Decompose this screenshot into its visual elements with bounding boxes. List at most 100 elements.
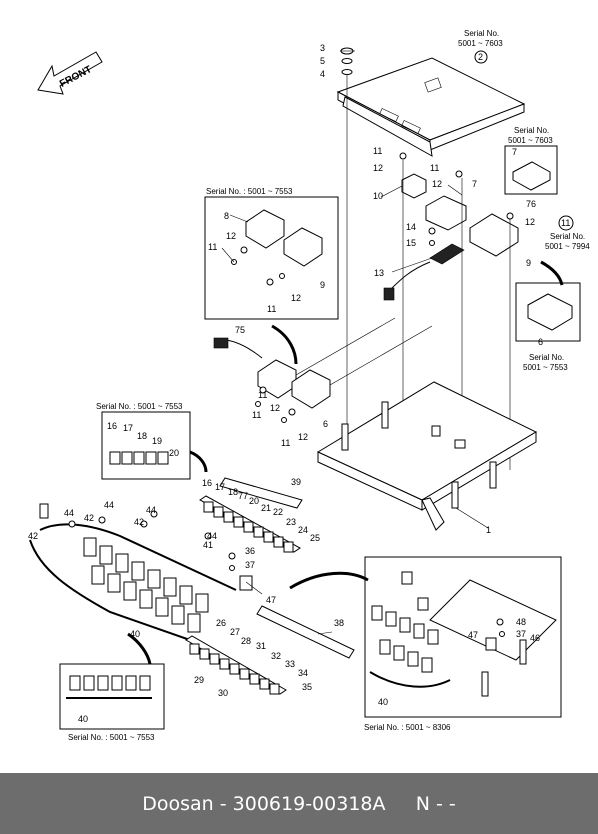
callout-20-a: 20 [169, 448, 179, 458]
base-plate [316, 381, 538, 531]
callout-6-a: 6 [538, 337, 543, 347]
footer-brand: Doosan [142, 792, 214, 815]
wire-harness-main [29, 503, 253, 641]
callout-42-b: 42 [134, 517, 144, 527]
harness-detail-right [369, 571, 557, 697]
callout-19-a: 19 [152, 436, 162, 446]
serial-relay7: Serial No.5001 ~ 7603 [508, 126, 553, 145]
callout-26: 26 [216, 618, 226, 628]
callout-17-b: 17 [215, 482, 225, 492]
callout-32: 32 [271, 651, 281, 661]
callout-42-c: 42 [28, 531, 38, 541]
callout-44-b: 44 [64, 508, 74, 518]
serial-controller: Serial No.5001 ~ 7603 [458, 29, 503, 48]
exploded-view-drawing: FRONT [28, 29, 590, 742]
callout-44-c: 44 [146, 505, 156, 515]
serial-relay11: Serial No.5001 ~ 7994 [545, 232, 590, 251]
callout-40-c: 40 [378, 697, 388, 707]
callout-44-d: 44 [207, 531, 217, 541]
callout-17-a: 17 [123, 423, 133, 433]
callout-42-a: 42 [84, 513, 94, 523]
footer-gap [386, 793, 416, 815]
callout-44-a: 44 [104, 500, 114, 510]
front-arrow-icon: FRONT [37, 51, 103, 95]
callout-18-b: 18 [228, 487, 238, 497]
callout-46: 46 [530, 633, 540, 643]
callout-9-a: 9 [526, 258, 531, 268]
callout-27: 27 [230, 627, 240, 637]
footer-bar: Doosan - 300619-00318A N - - [0, 773, 598, 834]
footer-suffix: N - - [415, 792, 456, 815]
callout-12-c: 12 [525, 217, 535, 227]
callout-15: 15 [406, 238, 416, 248]
serial-controller-line2: 5001 ~ 7603 [458, 39, 503, 48]
callout-11-b: 11 [430, 163, 439, 173]
callout-4: 4 [320, 69, 325, 79]
fuse-block-small [109, 451, 169, 465]
callout-37-b: 37 [516, 629, 526, 639]
serial-relay7-line1: Serial No. [514, 126, 549, 135]
callout-12-b: 12 [432, 179, 442, 189]
serial-box-bottom-right: Serial No. : 5001 ~ 8306 [364, 723, 451, 732]
callout-30: 30 [218, 688, 228, 698]
callout-23: 23 [286, 517, 296, 527]
inset-harness-left [59, 663, 165, 730]
callout-40-a: 40 [130, 629, 140, 639]
callout-35: 35 [302, 682, 312, 692]
parts-diagram: FRONT [28, 29, 590, 742]
harness-detail-left [66, 675, 152, 699]
callout-13: 13 [374, 268, 384, 278]
callout-28: 28 [241, 636, 251, 646]
serial-relay6: Serial No.5001 ~ 7553 [523, 353, 568, 372]
inset-fuse-block [101, 411, 191, 480]
callout-39: 39 [291, 477, 301, 487]
callout-29: 29 [194, 675, 204, 685]
callout-41: 41 [203, 540, 213, 550]
callout-25: 25 [310, 533, 320, 543]
callout-48: 48 [516, 617, 526, 627]
serial-relay6-line1: Serial No. [529, 353, 564, 362]
callout-75: 75 [235, 325, 245, 335]
callout-22: 22 [273, 507, 283, 517]
callout-12-e: 12 [291, 293, 301, 303]
callout-36: 36 [245, 546, 255, 556]
callout-16-b: 16 [202, 478, 212, 488]
callout-11-d: 11 [267, 304, 276, 314]
serial-relay11-line2: 5001 ~ 7994 [545, 242, 590, 251]
footer-separator: - [213, 792, 233, 815]
callout-2: 2 [478, 52, 483, 62]
callout-18-a: 18 [137, 431, 147, 441]
callout-40-b: 40 [78, 714, 88, 724]
callout-11-e: 11 [258, 390, 267, 400]
callout-9-b: 9 [320, 280, 325, 290]
callout-47-a: 47 [266, 595, 276, 605]
fuse-strip-lower [185, 635, 287, 695]
callout-11-c: 11 [208, 242, 217, 252]
callout-76: 76 [526, 199, 536, 209]
callout-11-f: 11 [252, 410, 261, 420]
callout-47-b: 47 [468, 630, 478, 640]
callout-38: 38 [334, 618, 344, 628]
callout-6-b: 6 [323, 419, 328, 429]
serial-relay7-line2: 5001 ~ 7603 [508, 136, 553, 145]
callout-31: 31 [256, 641, 266, 651]
serial-relay11-line1: Serial No. [550, 232, 585, 241]
callout-37-a: 37 [245, 560, 255, 570]
callout-12-g: 12 [298, 432, 308, 442]
callout-10: 10 [373, 191, 383, 201]
serial-box-top-left: Serial No. : 5001 ~ 7553 [206, 187, 293, 196]
callout-33: 33 [285, 659, 295, 669]
callout-11-circle: 11 [561, 218, 570, 228]
callout-5: 5 [320, 56, 325, 66]
serial-relay6-line2: 5001 ~ 7553 [523, 363, 568, 372]
callout-20-b: 20 [249, 496, 259, 506]
callout-24: 24 [298, 525, 308, 535]
callout-7-a: 7 [472, 179, 477, 189]
callout-1: 1 [486, 525, 491, 535]
callout-77: 77 [238, 491, 248, 501]
serial-box-fuse: Serial No. : 5001 ~ 7553 [96, 402, 183, 411]
callout-21: 21 [261, 503, 271, 513]
callout-34: 34 [298, 668, 308, 678]
callout-3: 3 [320, 43, 325, 53]
callout-11-g: 11 [281, 438, 290, 448]
